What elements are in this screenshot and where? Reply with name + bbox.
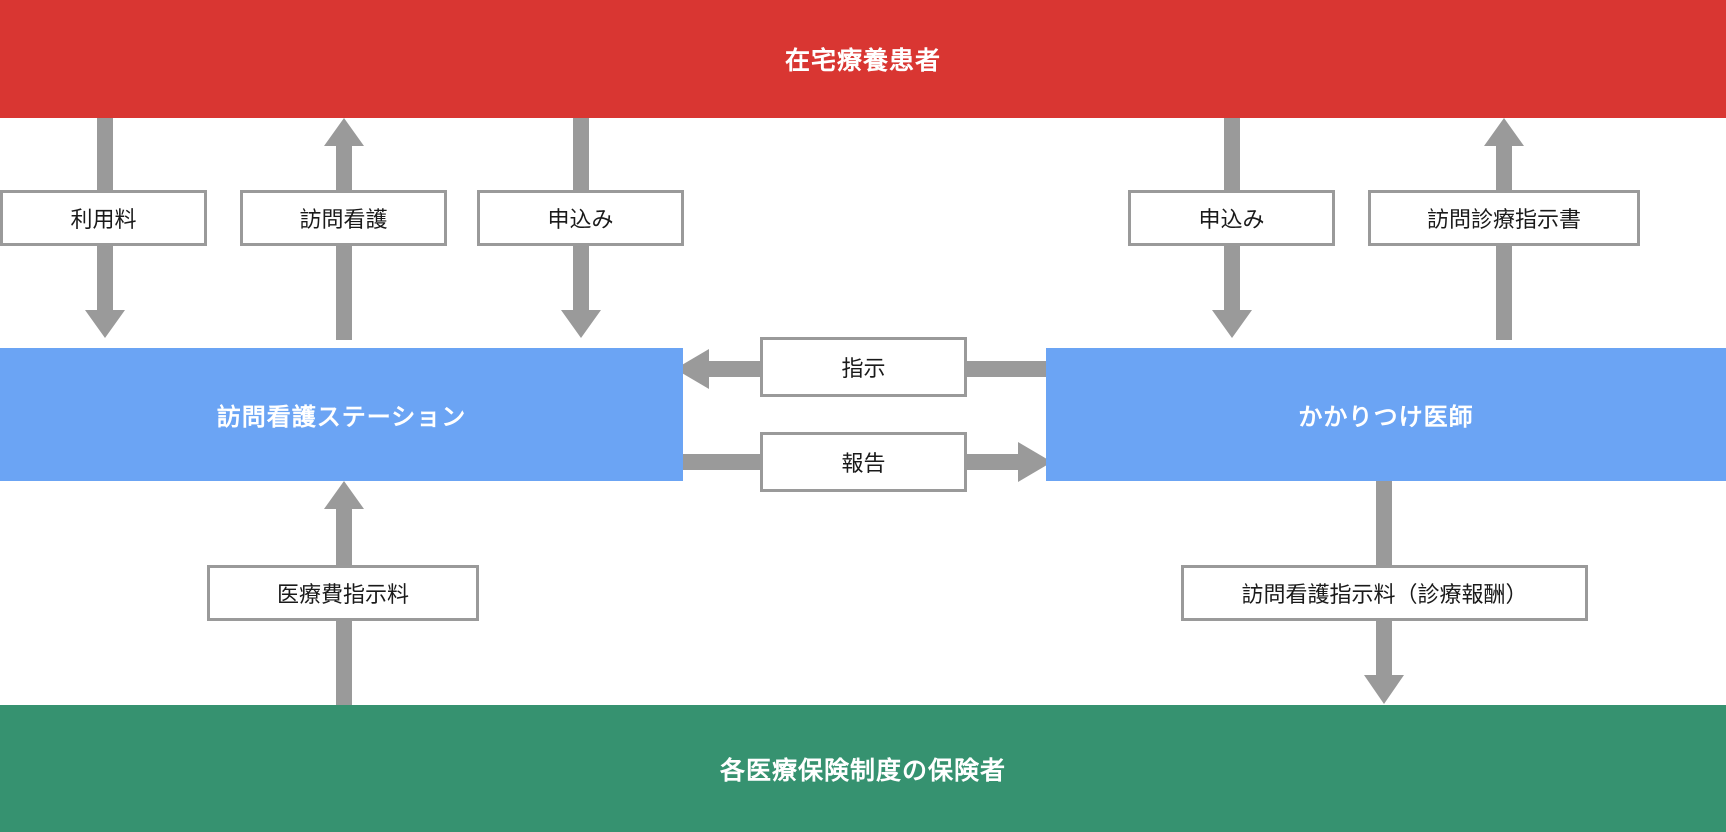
flow-label-application-station: 申込み: [477, 190, 684, 246]
flow-label-home-nursing: 訪問看護: [240, 190, 447, 246]
flow-label-home-care-order-text: 訪問診療指示書: [1426, 207, 1581, 232]
node-doctor: かかりつけ医師: [1046, 348, 1726, 481]
flow-label-nursing-order-fee-text: 訪問看護指示料（診療報酬）: [1241, 582, 1528, 607]
flow-label-usage-fee-text: 利用料: [70, 207, 137, 232]
flow-label-medical-fee-order: 医療費指示料: [207, 565, 479, 621]
flow-label-application-station-text: 申込み: [547, 207, 614, 232]
flow-label-medical-fee-order-text: 医療費指示料: [276, 582, 409, 607]
flow-label-instruction: 指示: [760, 337, 967, 397]
flow-label-home-care-order: 訪問診療指示書: [1368, 190, 1640, 246]
flow-label-report-text: 報告: [841, 451, 886, 476]
node-station-label: 訪問看護ステーション: [216, 404, 467, 431]
flow-label-home-nursing-text: 訪問看護: [299, 207, 388, 232]
node-doctor-label: かかりつけ医師: [1298, 404, 1474, 431]
node-station: 訪問看護ステーション: [0, 348, 683, 481]
flow-label-application-doctor-text: 申込み: [1198, 207, 1265, 232]
flow-label-report: 報告: [760, 432, 967, 492]
node-patient: 在宅療養患者: [0, 0, 1726, 118]
node-insurer: 各医療保険制度の保険者: [0, 705, 1726, 832]
flow-label-nursing-order-fee: 訪問看護指示料（診療報酬）: [1181, 565, 1588, 621]
flow-label-instruction-text: 指示: [841, 356, 886, 381]
flow-label-application-doctor: 申込み: [1128, 190, 1335, 246]
node-insurer-label: 各医療保険制度の保険者: [719, 756, 1006, 785]
node-patient-label: 在宅療養患者: [784, 47, 941, 75]
flow-label-usage-fee: 利用料: [0, 190, 207, 246]
